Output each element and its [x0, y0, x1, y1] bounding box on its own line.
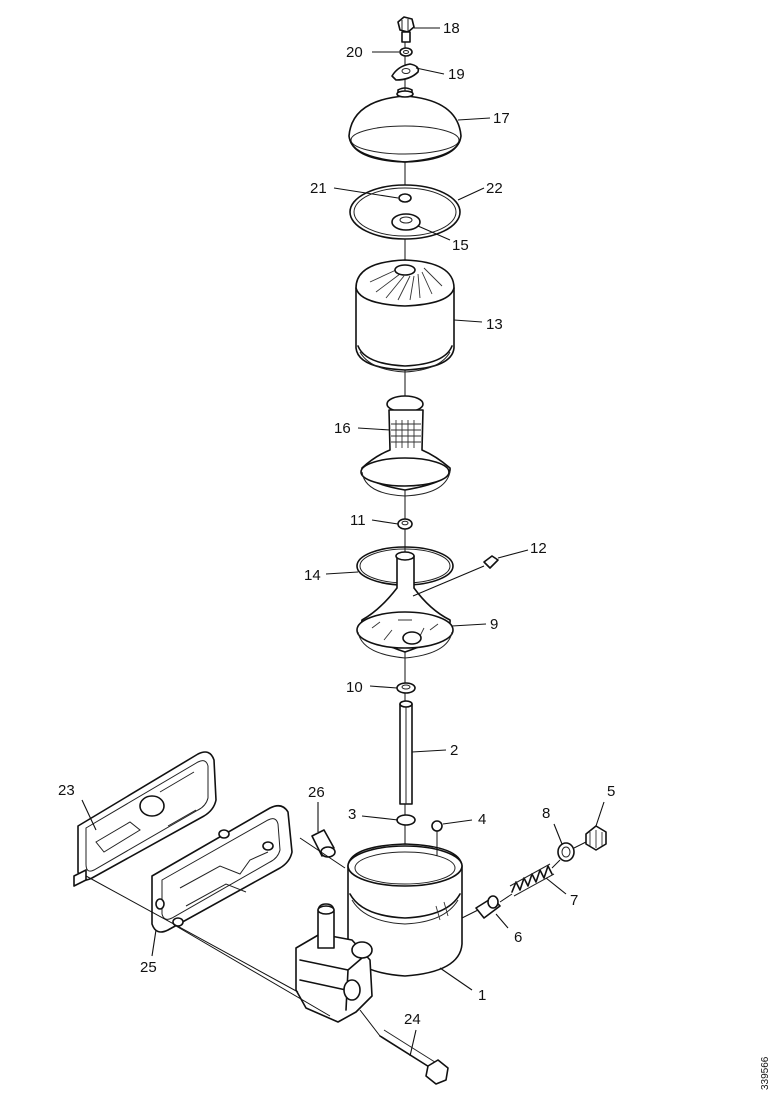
part-plug-5: [585, 825, 607, 851]
callout-6: 6: [514, 929, 522, 946]
callout-21: 21: [310, 180, 327, 197]
part-gasket: [73, 751, 217, 887]
part-rotor: [355, 259, 455, 373]
callout-11: 11: [350, 512, 366, 529]
part-bolt-top: [397, 16, 415, 43]
part-rotor-base: [356, 551, 454, 659]
callout-4: 4: [478, 811, 486, 828]
callout-13: 13: [486, 316, 503, 333]
callout-2: 2: [450, 742, 458, 759]
callout-15: 15: [452, 237, 469, 254]
callout-22: 22: [486, 180, 503, 197]
callout-7: 7: [570, 892, 578, 909]
callout-19: 19: [448, 66, 465, 83]
part-bolt-24: [379, 1029, 449, 1085]
callout-23: 23: [58, 782, 75, 799]
callout-18: 18: [443, 20, 460, 37]
callout-10: 10: [346, 679, 363, 696]
callout-9: 9: [490, 616, 498, 633]
callout-8: 8: [542, 805, 550, 822]
callout-16: 16: [334, 420, 351, 437]
callout-25: 25: [140, 959, 157, 976]
part-nut-4: [431, 820, 443, 832]
part-centre-nut: [391, 213, 421, 231]
part-washer-10: [396, 682, 416, 694]
part-clip: [391, 63, 420, 99]
callout-17: 17: [493, 110, 510, 127]
part-cover: [348, 90, 462, 163]
part-nozzle: [360, 395, 451, 497]
callout-1: 1: [478, 987, 486, 1004]
callout-20: 20: [346, 44, 363, 61]
callout-14: 14: [304, 567, 321, 584]
part-housing: [295, 843, 463, 1023]
callout-12: 12: [530, 540, 547, 557]
callout-5: 5: [607, 783, 615, 800]
part-spindle: [399, 700, 413, 805]
part-screw-26: [311, 829, 336, 858]
part-plate: [349, 184, 461, 240]
callout-24: 24: [404, 1011, 421, 1028]
reference-code: 339566: [760, 1056, 771, 1090]
callout-3: 3: [348, 806, 356, 823]
callout-labels: 18 20 19 17 21 22 15 13 16 11 12 14 9 10…: [58, 20, 615, 1028]
part-washer-3: [396, 814, 416, 826]
leader-lines: [81, 27, 605, 1057]
assembly-lines: [85, 831, 587, 1037]
part-valve-6: [475, 895, 501, 919]
callout-26: 26: [308, 784, 325, 801]
part-spring: [509, 863, 555, 897]
part-small-washer: [399, 47, 413, 57]
part-plug: [412, 555, 499, 597]
part-ring-8: [557, 842, 575, 862]
part-washer-11: [397, 518, 413, 530]
